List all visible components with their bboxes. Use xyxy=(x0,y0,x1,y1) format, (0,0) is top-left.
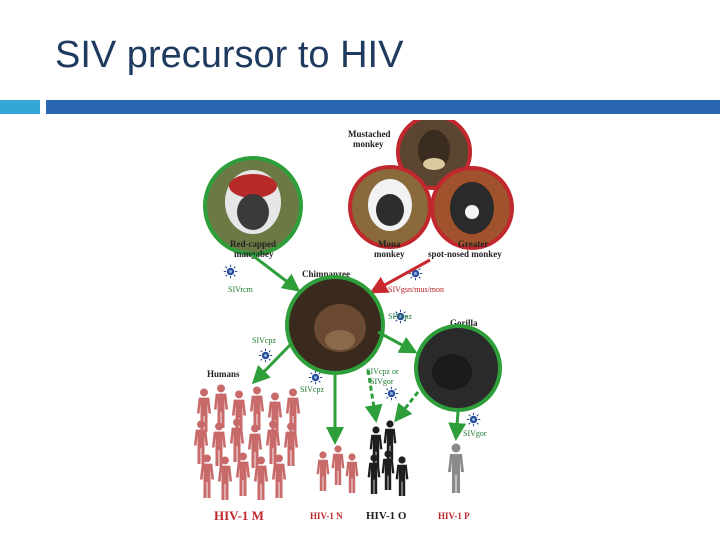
human-group-p xyxy=(448,443,464,493)
gorilla-label: Gorilla xyxy=(450,318,478,328)
siv-rcm-label: SIVrcm xyxy=(228,285,254,294)
arrow-chimp-to-gorilla xyxy=(377,330,418,354)
hiv-1-p-label: HIV-1 P xyxy=(438,511,470,521)
siv-gor-mid-label: SIVgor xyxy=(370,377,394,386)
arrow-dashed-to-hiv-o-right xyxy=(394,391,420,423)
gorilla-node: Gorilla xyxy=(414,318,502,412)
human-group-o xyxy=(367,420,409,496)
chimpanzee-label: Chimpanzee xyxy=(302,269,350,279)
hiv-1-m-label: HIV-1 M xyxy=(214,508,264,523)
humans-label: Humans xyxy=(207,369,240,379)
arrow-gorilla-to-hiv-p xyxy=(448,411,467,441)
siv-cpz-right-label: SIVcpz xyxy=(388,312,412,321)
arrow-dashed-to-hiv-o-left xyxy=(364,369,383,423)
siv-gor-label: SIVgor xyxy=(463,429,487,438)
accent-bar-large xyxy=(46,100,720,114)
hiv-1-n-label: HIV-1 N xyxy=(310,511,343,521)
virus-icon xyxy=(308,370,323,385)
human-group-n xyxy=(316,445,359,493)
hiv-1-o-label: HIV-1 O xyxy=(366,510,407,522)
accent-bar-small xyxy=(0,100,40,114)
arrow-chimp-to-humans xyxy=(251,343,292,385)
siv-gsn-label: SIVgsn/mus/mon xyxy=(388,285,444,294)
slide-title: SIV precursor to HIV xyxy=(55,34,404,76)
virus-icon xyxy=(466,412,481,427)
chimpanzee-node xyxy=(285,275,385,375)
siv-cpz-left-label: SIVcpz xyxy=(252,336,276,345)
virus-icon xyxy=(223,264,238,279)
virus-icon xyxy=(384,386,399,401)
siv-cpz-humans-label: SIVcpz xyxy=(300,385,324,394)
human-crowd-m xyxy=(193,384,301,500)
arrow-gsn-to-chimp xyxy=(369,258,431,294)
siv-cpz-or-label: SIVcpz or xyxy=(366,367,399,376)
arrow-rcm-to-chimp xyxy=(251,253,301,292)
virus-icon xyxy=(258,348,273,363)
